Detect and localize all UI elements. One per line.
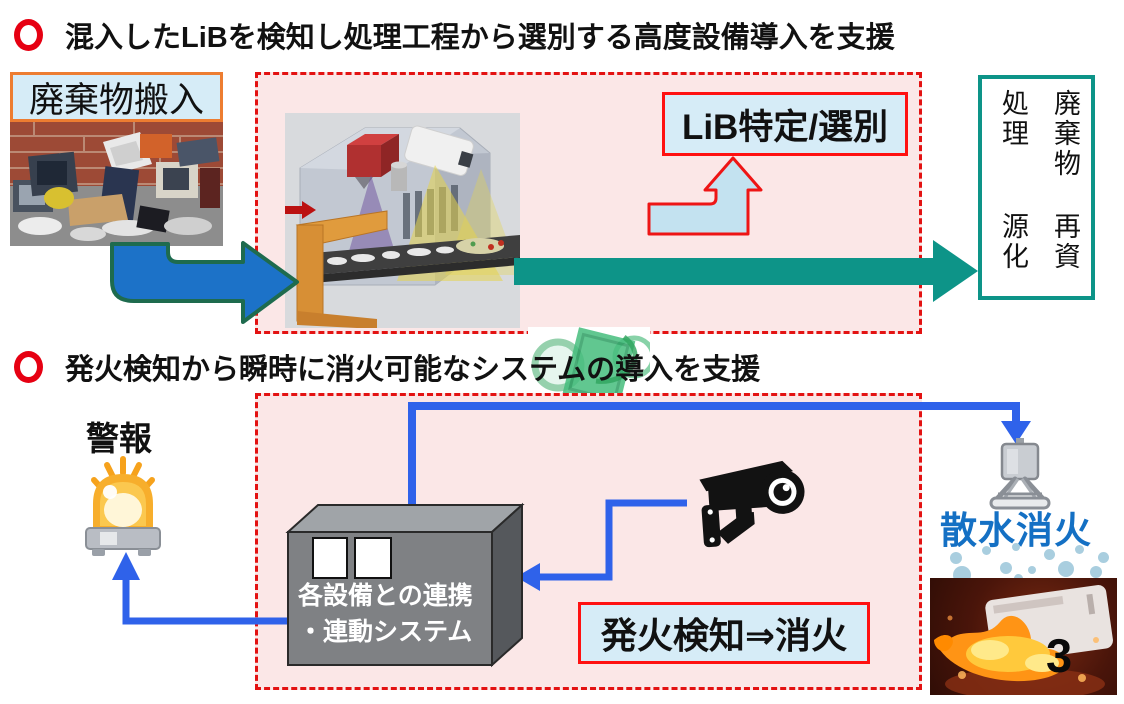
water-droplet [1044,549,1055,560]
waste-carry-in-label: 廃棄物搬入 [10,72,223,122]
surveillance-camera-icon [693,450,815,552]
water-droplet [950,552,962,564]
burning-battery-photo [930,578,1117,695]
alarm-beacon-icon [80,452,166,558]
water-droplet [1090,566,1102,578]
water-droplet [1012,543,1020,551]
water-droplet [982,546,991,555]
waste-carry-in-block: 廃棄物搬入 [10,72,223,246]
water-droplet [1000,562,1012,574]
waste-pile-photo [10,122,223,246]
controller-box [283,500,528,672]
water-droplet [1075,545,1084,554]
section2-headline: 発火検知から瞬時に消火可能なシステムの導入を支援 [65,354,761,386]
water-droplet [1028,566,1036,574]
water-droplet [1058,561,1074,577]
section2-bullet-icon [14,351,43,383]
controller-text-line2: ・連動システム [298,618,473,646]
sorting-machine-illustration [285,125,520,328]
waste-recycle-result-box: 廃棄物処理 再資源化 [978,75,1095,300]
section1-headline-row: 混入したLiBを検知し処理工程から選別する高度設備導入を支援 [14,14,895,56]
controller-text-line1: 各設備との連携 [298,582,473,610]
section2-headline-row: 発火検知から瞬時に消火可能なシステムの導入を支援 [14,346,760,388]
waste-pile-illustration [10,122,223,241]
lib-identify-sort-label: LiB特定/選別 [662,92,908,156]
page-number: 3 [1046,629,1073,682]
burning-battery-illustration [934,584,1113,695]
water-droplet [1098,552,1109,563]
fire-detect-extinguish-label: 発火検知⇒消火 [578,602,870,664]
result-box-line2: 再資源化 [998,212,1080,272]
result-box-line1: 廃棄物処理 [998,89,1080,179]
section1-bullet-icon [14,19,43,51]
controller-text: 各設備との連携 ・連動システム [298,578,488,650]
sorting-machine-image [285,113,520,328]
feed-direction-arrow-icon [285,201,316,219]
sprinkler-head-icon [985,438,1055,510]
section1-headline: 混入したLiBを検知し処理工程から選別する高度設備導入を支援 [65,22,895,54]
alarm-label: 警報 [86,420,152,457]
